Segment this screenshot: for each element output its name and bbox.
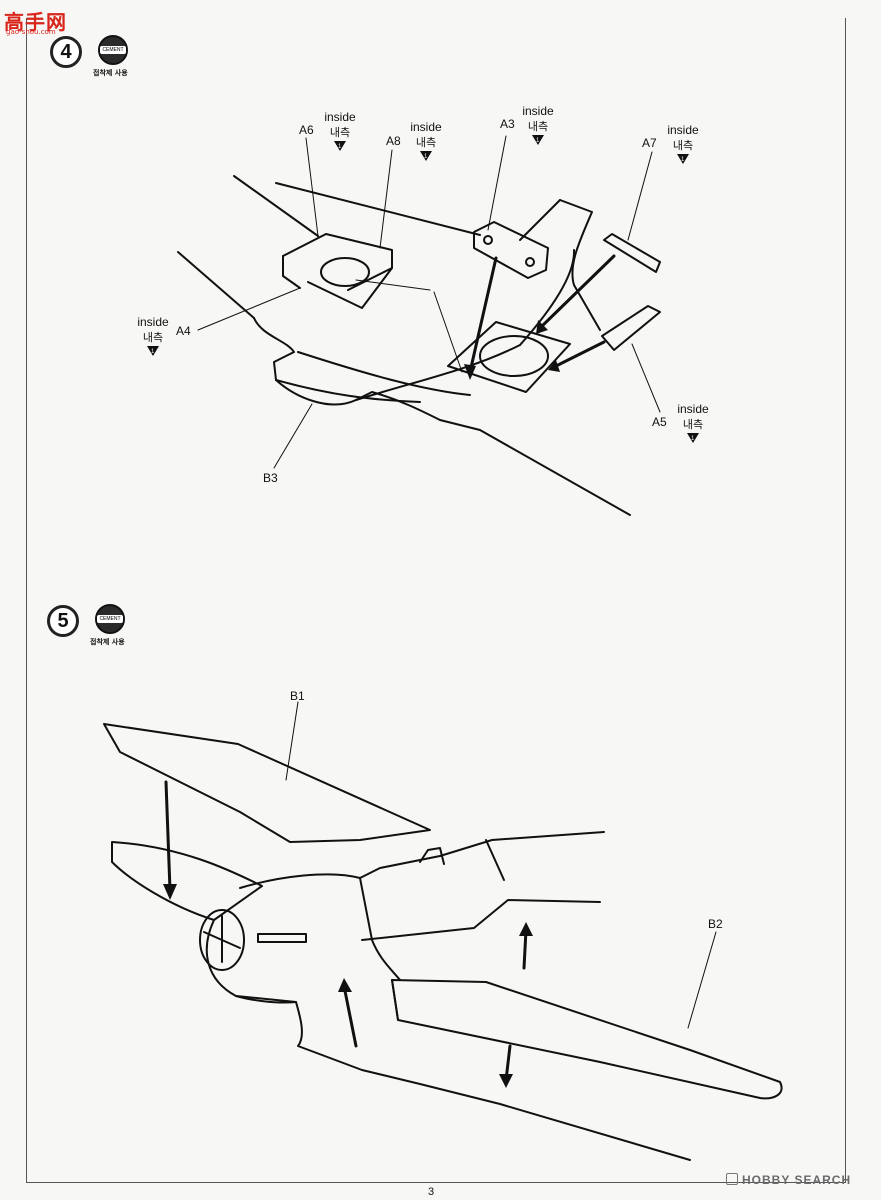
part-label-a5: A5: [652, 415, 667, 429]
step-4-leader-lines: [197, 135, 661, 469]
step-4-number: 4: [50, 36, 82, 68]
step-ref-icon: [420, 150, 432, 165]
part-label-b2: B2: [708, 917, 723, 931]
step-ref-icon: [334, 140, 346, 155]
inside-note-en: inside: [667, 123, 699, 137]
inside-note-ko: 내측: [527, 120, 549, 133]
inside-note: inside 내측: [128, 315, 178, 360]
part-label-b1: B1: [290, 689, 305, 703]
step-4-arrows: [468, 254, 616, 374]
part-label-a6: A6: [299, 123, 314, 137]
cement-tag: CEMENT: [97, 615, 123, 623]
part-lower-mount: [447, 321, 571, 393]
inside-note-ko: 내측: [415, 136, 437, 149]
inside-note-en: inside: [410, 120, 442, 134]
page-number: 3: [428, 1186, 435, 1198]
site-logo-url: gao-shou.com: [6, 28, 56, 36]
cement-icon: CEMENT: [98, 35, 128, 65]
part-a7-strip: [603, 233, 661, 273]
inside-note: inside 내측: [315, 110, 365, 155]
cement-label: 접착제 사용: [90, 638, 125, 646]
site-logo-text: 高手网: [4, 10, 67, 34]
inside-note-en: inside: [324, 110, 356, 124]
cement-label: 접착제 사용: [93, 69, 128, 77]
inside-note-en: inside: [677, 402, 709, 416]
inside-note-ko: 내측: [142, 331, 164, 344]
inside-note: inside 내측: [513, 104, 563, 149]
step-4-wing-section: [177, 175, 631, 516]
inside-note: inside 내측: [401, 120, 451, 165]
step-ref-icon: [677, 153, 689, 168]
part-label-a8: A8: [386, 134, 401, 148]
page-frame: [26, 18, 846, 1183]
inside-note-ko: 내측: [329, 126, 351, 139]
step-ref-icon: [147, 345, 159, 360]
inside-note-ko: 내측: [672, 139, 694, 152]
watermark-text: HOBBY SEARCH: [742, 1173, 852, 1187]
step-5-aircraft: [103, 723, 783, 1161]
part-label-b3: B3: [263, 471, 278, 485]
inside-note: inside 내측: [658, 123, 708, 168]
cement-icon: CEMENT: [95, 604, 125, 634]
inside-note-en: inside: [522, 104, 554, 118]
step-5-leader-lines: [285, 701, 717, 1029]
watermark: HOBBY SEARCH: [726, 1173, 851, 1187]
part-label-a3: A3: [500, 117, 515, 131]
inside-note-ko: 내측: [682, 418, 704, 431]
hobby-search-logo-icon: [726, 1173, 738, 1185]
inside-note: inside 내측: [668, 402, 718, 447]
part-a6-a8-mount: [282, 233, 393, 309]
part-label-a4: A4: [176, 324, 191, 338]
inside-note-en: inside: [137, 315, 169, 329]
part-a5-block: [601, 305, 661, 351]
site-logo: 高手网 gao-shou.com: [4, 6, 70, 36]
step-5-number: 5: [47, 605, 79, 637]
cement-tag: CEMENT: [100, 46, 126, 54]
step-ref-icon: [532, 134, 544, 149]
part-label-a7: A7: [642, 136, 657, 150]
step-ref-icon: [687, 432, 699, 447]
part-a3-plate: [473, 221, 549, 279]
